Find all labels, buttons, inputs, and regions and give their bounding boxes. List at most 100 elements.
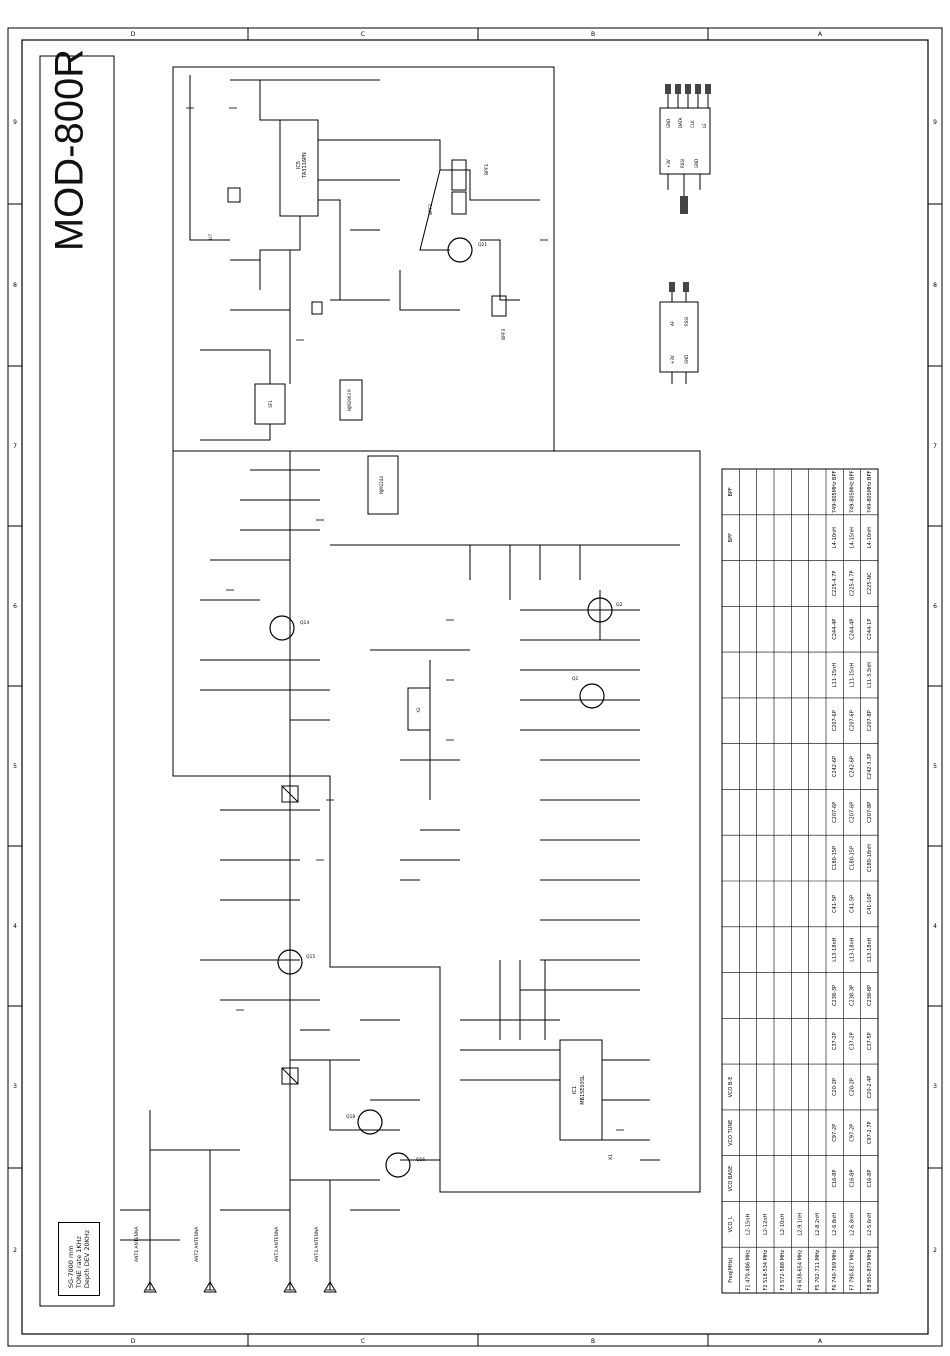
table-value-cell: C225-NC: [867, 572, 873, 595]
antenna-label: ANT1 ANTENNA: [134, 1226, 140, 1262]
table-value-cell: C20-2P: [850, 1078, 856, 1096]
table-value-cell: L13-18nH: [832, 937, 838, 961]
table-freq-cell: F4 638-654 MHz: [798, 1249, 804, 1290]
wiring: [120, 75, 680, 1290]
table-value-cell: 749-805MHz BPF: [850, 471, 856, 514]
table-value-cell: 749-805MHz BPF: [867, 471, 873, 514]
pll-chip-ref: IC5: [296, 161, 302, 169]
transistor-q14: [269, 615, 295, 641]
table-vco-cell: L2-12nH: [763, 1214, 769, 1235]
table-vco-cell: L2-6.8nH: [850, 1213, 856, 1236]
border-number: 5: [933, 763, 937, 770]
table-header-cell: VCO_L: [728, 1216, 734, 1232]
border-letters: D C B A D C B A: [131, 31, 823, 1345]
table-header-cell: VCO B-E: [728, 1077, 734, 1098]
table-header-cell: VCO BASE: [728, 1166, 734, 1192]
border-number: 5: [13, 763, 17, 770]
table-value-cell: L11-15nH: [850, 663, 856, 687]
ic3-body: [339, 379, 363, 421]
transistor-label: Q1: [572, 676, 579, 682]
antenna-label: ANT4 ANTENNA: [314, 1226, 320, 1262]
ic2-body: [367, 455, 399, 515]
table-vco-cell: L2-6.8nH: [832, 1213, 838, 1236]
table-value-cell: C37-2P: [850, 1032, 856, 1050]
border-ticks: [8, 28, 942, 1346]
table-value-cell: C207-6P: [850, 802, 856, 823]
table-value-cell: L4-10nH: [832, 527, 838, 548]
border-number: 2: [13, 1247, 17, 1254]
border-number: 4: [933, 923, 937, 930]
rf-section-box: [172, 66, 555, 452]
border-number: 9: [13, 119, 17, 126]
transistor-symbols: [269, 237, 613, 1178]
transistor-label: Q14: [300, 620, 309, 626]
border-number: 8: [933, 282, 937, 289]
table-value-cell: C97-2.7P: [867, 1121, 873, 1144]
saw-filter-ref: SF1: [268, 400, 273, 408]
table-value-cell: L13-18nH: [850, 937, 856, 961]
table-header-cell: Freq(MHz): [728, 1257, 734, 1282]
table-vco-cell: L2-9.1nH: [798, 1213, 804, 1236]
ground-symbols: [146, 107, 624, 1291]
table-vco-cell: L2-15nH: [746, 1214, 752, 1235]
border-letter: A: [818, 31, 823, 38]
table-header-cell: BPF: [728, 533, 734, 542]
connector-a-body: [659, 107, 711, 175]
table-value-cell: C180-15P: [850, 846, 856, 870]
vco-chip-part: MB15E03SL: [580, 1075, 586, 1105]
table-value-cell: C244-4P: [832, 619, 838, 640]
table-freq-cell: F2 518-534 MHz: [763, 1249, 769, 1290]
connector-pins: [667, 90, 709, 384]
table-freq-cell: F6 740-769 MHz: [832, 1249, 838, 1290]
connector-label: DATA: [678, 117, 683, 128]
transistor-label: Q15: [306, 954, 315, 960]
table-value-cell: C180-18nH: [867, 844, 873, 872]
connector-b-body: [659, 301, 699, 373]
table-value-cell: C207-8P: [867, 710, 873, 731]
border-number: 7: [933, 443, 937, 450]
inner-frame: [21, 39, 929, 1335]
table-value-cell: C16-8P: [867, 1170, 873, 1188]
test-note: SG-7000 mm TONE rate 1KHz Depth DEV 20KH…: [58, 1222, 100, 1296]
table-vco-cell: L2-5.6nH: [867, 1213, 873, 1236]
test-note-text: SG-7000 mm TONE rate 1KHz Depth DEV 20KH…: [67, 1230, 91, 1288]
note-line: Depth DEV 20KHz: [83, 1229, 91, 1289]
connector-label: GND: [666, 119, 671, 128]
transistor-labels: Q21 Q14 Q2 Q1 Q15 Q18 Q16: [300, 242, 623, 1163]
border-letter: A: [818, 1338, 823, 1345]
table-value-cell: C20-2P: [832, 1078, 838, 1096]
ic2-part: NJM2244: [379, 476, 384, 494]
transformer-symbols: [281, 785, 299, 1085]
table-value-cell: C20-2.4P: [867, 1076, 873, 1099]
antenna-label: ANT2 ANTENNA: [194, 1226, 200, 1262]
block-labels: BPF1 BPF2 BPF3 U7 X1: [208, 164, 614, 1160]
connector-flags: [665, 84, 711, 292]
vco-chip-ref: IC1: [572, 1086, 578, 1094]
table-header-cell: VCO TUNE: [728, 1120, 734, 1146]
filter2-label: BPF2: [428, 204, 434, 215]
border-letter: C: [361, 31, 365, 38]
table-freq-cell: F8 850-879 MHz: [867, 1249, 873, 1290]
table-value-cell: C16-8P: [850, 1170, 856, 1188]
crystal-ref: X2: [416, 707, 421, 713]
connector-label: AF: [670, 320, 675, 326]
transistor-label: Q16: [416, 1157, 425, 1163]
table-value-cell: C207-6P: [832, 802, 838, 823]
note-line: SG-7000 mm: [67, 1245, 75, 1289]
outer-frame: [7, 27, 943, 1347]
border-letter: D: [131, 1338, 136, 1345]
connector-label: LE: [702, 123, 707, 128]
table-grid: [722, 469, 878, 1293]
table-vco-cell: L2-10nH: [780, 1214, 786, 1235]
table-value-cell: C244-1P: [867, 619, 873, 640]
border-number: 9: [933, 119, 937, 126]
border-number: 8: [13, 282, 17, 289]
border-number: 3: [13, 1083, 17, 1090]
antenna-label: ANT3 ANTENNA: [274, 1226, 280, 1262]
transistor-q2: [587, 597, 613, 623]
connector-label: +3V: [670, 355, 675, 364]
table-value-cell: C207-6P: [850, 710, 856, 731]
table-value-cell: C97-2P: [850, 1124, 856, 1142]
table-value-cell: C180-15P: [832, 846, 838, 870]
